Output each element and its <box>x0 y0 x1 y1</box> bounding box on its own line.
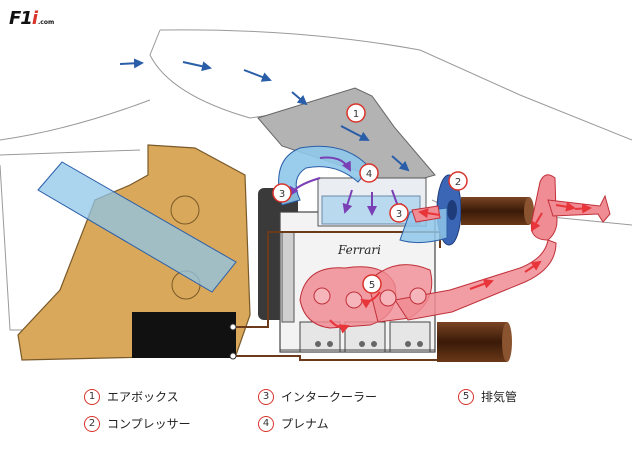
legend-label: インタークーラー <box>281 390 378 404</box>
turbo-shaft-end <box>524 197 534 225</box>
callout-exhaust: 5 <box>362 274 382 294</box>
connector-dot <box>229 352 237 360</box>
f1i-logo: F1i.com <box>9 8 54 29</box>
exhaust-flow-arrows <box>329 201 592 334</box>
legend-number: 2 <box>84 415 100 432</box>
wastegate-pipe-end <box>502 322 512 362</box>
logo-domain: .com <box>38 19 55 26</box>
airflow-arrows <box>119 58 410 172</box>
legend-number: 5 <box>458 388 474 405</box>
legend-label: 排気管 <box>481 390 518 404</box>
legend-number: 1 <box>84 388 100 405</box>
chassis-hole-upper <box>170 195 200 225</box>
ferrari-wordmark: Ferrari <box>337 243 381 257</box>
connector-dot <box>229 323 237 331</box>
fuel-tank-black <box>132 312 236 358</box>
logo-suffix: i <box>31 8 38 29</box>
wastegate-pipe <box>437 322 507 362</box>
compressor-inner <box>447 200 457 220</box>
legend-item-compressor: 2 コンプレッサー <box>84 415 191 432</box>
legend-label: プレナム <box>281 417 329 431</box>
svg-text:5: 5 <box>369 280 375 291</box>
legend-item-airbox: 1 エアボックス <box>84 388 179 405</box>
svg-text:2: 2 <box>455 177 461 188</box>
legend-number: 4 <box>258 415 274 432</box>
logo-main: F1 <box>9 8 33 29</box>
svg-text:1: 1 <box>353 109 359 120</box>
legend-number: 3 <box>258 388 274 405</box>
cooling-duct <box>37 161 237 293</box>
legend-label: コンプレッサー <box>107 417 191 431</box>
exhaust-manifold <box>299 239 557 329</box>
legend-item-intercooler: 3 インタークーラー <box>258 388 377 405</box>
legend-item-exhaust: 5 排気管 <box>458 388 517 405</box>
svg-text:4: 4 <box>366 169 372 180</box>
callout-intercooler-left: 3 <box>272 183 292 203</box>
legend-item-plenum: 4 プレナム <box>258 415 329 432</box>
chassis-bulkhead <box>17 144 251 361</box>
turbo-shaft <box>461 197 529 225</box>
svg-text:3: 3 <box>396 209 402 220</box>
callout-intercooler-right: 3 <box>389 203 409 223</box>
callout-plenum: 4 <box>359 163 379 183</box>
svg-text:3: 3 <box>279 189 285 200</box>
callout-compressor: 2 <box>448 171 468 191</box>
legend-label: エアボックス <box>107 390 179 404</box>
callout-airbox: 1 <box>346 103 366 123</box>
